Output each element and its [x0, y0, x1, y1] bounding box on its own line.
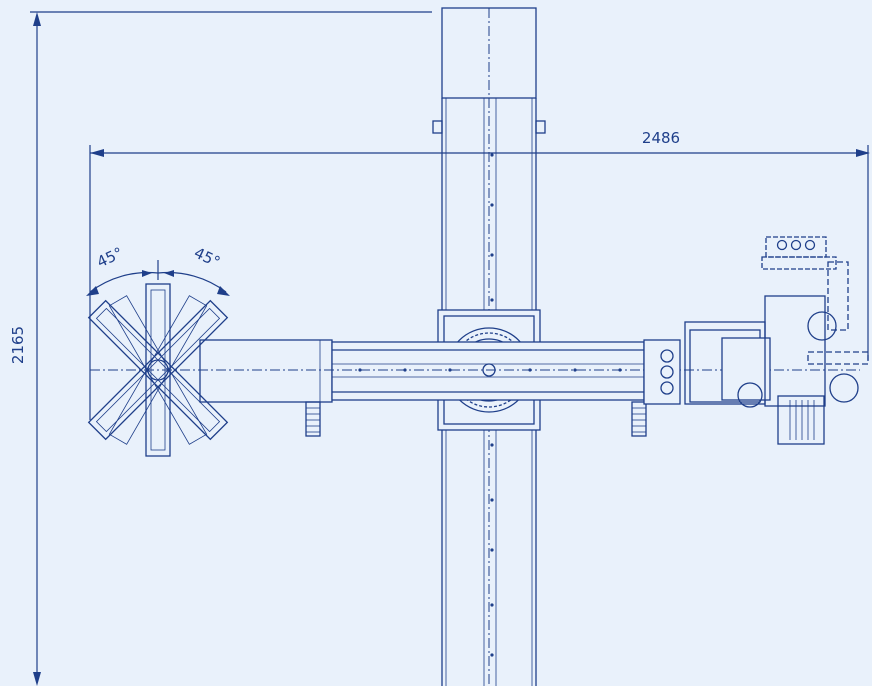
horizontal-arm — [90, 339, 860, 437]
angle-right-label: 45° — [191, 244, 223, 272]
height-dimension: 2165 — [9, 11, 432, 686]
height-dimension-label: 2165 — [9, 326, 27, 364]
drive-assembly — [643, 236, 869, 445]
width-dimension-label: 2486 — [642, 129, 680, 147]
angle-left-label: 45° — [94, 244, 126, 272]
width-dimension: 2486 — [89, 129, 870, 420]
left-spring — [305, 401, 321, 437]
tool-head: 45° 45° — [86, 244, 230, 457]
right-spring — [631, 401, 647, 437]
